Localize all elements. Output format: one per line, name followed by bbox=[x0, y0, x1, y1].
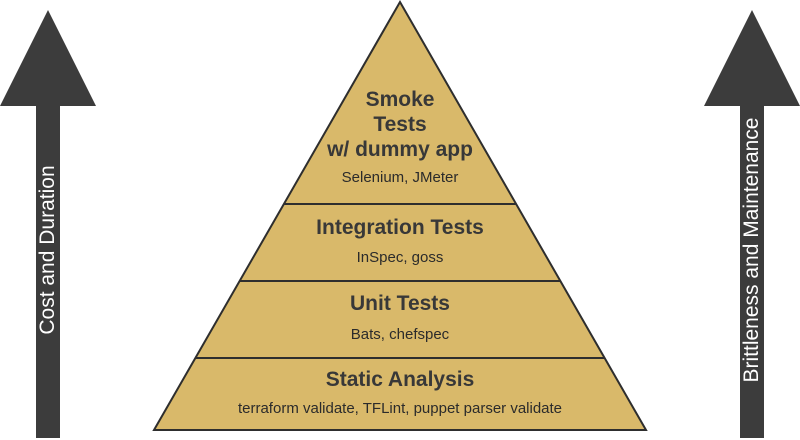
tier-title-line: Tests bbox=[373, 113, 427, 136]
tier-title-line: Smoke bbox=[365, 88, 435, 111]
brittleness-and-maintenance-arrow: Brittleness and Maintenance bbox=[704, 10, 800, 438]
up-arrow-icon bbox=[0, 10, 96, 438]
tier-static-analysis: Static Analysis terraform validate, TFLi… bbox=[170, 367, 630, 419]
tier-title: Static Analysis bbox=[325, 368, 475, 391]
tier-tools: InSpec, goss bbox=[356, 249, 444, 266]
tier-tools: Bats, chefspec bbox=[350, 326, 450, 343]
tier-tools: Selenium, JMeter bbox=[341, 169, 459, 186]
tier-title-line: w/ dummy app bbox=[327, 138, 473, 161]
tier-unit-tests: Unit Tests Bats, chefspec bbox=[230, 291, 570, 345]
pyramid-body bbox=[152, 0, 648, 431]
tier-title: Integration Tests bbox=[316, 216, 484, 239]
up-arrow-icon bbox=[704, 10, 800, 438]
tier-smoke-tests: Smoke Tests w/ dummy app Selenium, JMete… bbox=[280, 87, 520, 188]
tier-integration-tests: Integration Tests InSpec, goss bbox=[260, 215, 540, 268]
cost-and-duration-arrow: Cost and Duration bbox=[0, 10, 96, 438]
tier-tools: terraform validate, TFLint, puppet parse… bbox=[237, 400, 563, 417]
tier-title: Unit Tests bbox=[350, 292, 450, 315]
